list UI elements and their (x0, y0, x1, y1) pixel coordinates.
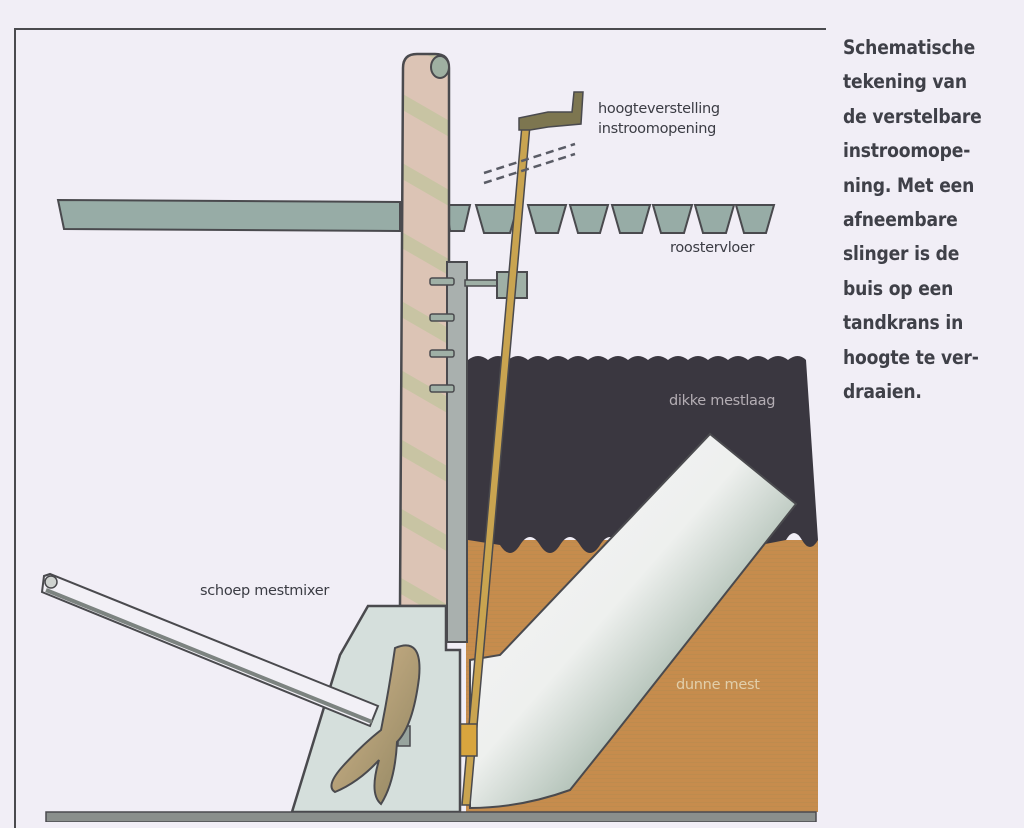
diagram-frame (14, 28, 826, 828)
pit-floor (45, 811, 817, 822)
label-thick-manure-layer: dikke mestlaag (669, 393, 776, 409)
label-height-adjust-line2: instroomopening (598, 121, 717, 137)
caption-line: Schematische (843, 36, 976, 59)
figure-caption: Schematische tekening van de verstelbare… (843, 31, 1001, 409)
mixer-propeller (330, 644, 421, 806)
caption-line: tandkrans in (843, 311, 964, 335)
label-mixer-blade: schoep mestmixer (200, 583, 329, 599)
caption-line: buis op een (843, 276, 954, 300)
guide-rail (429, 261, 528, 643)
caption-line: draaien. (843, 380, 922, 404)
caption-line: ning. Met een (843, 173, 975, 197)
label-grated-floor: roostervloer (670, 240, 755, 256)
caption-line: afneembare (843, 208, 958, 232)
grated-floor (56, 198, 776, 234)
adjustment-rod-and-crank (454, 91, 584, 806)
label-thin-manure: dunne mest (676, 677, 760, 693)
caption-line: instroomope- (843, 139, 971, 163)
caption-line: tekening van (843, 70, 967, 94)
caption-line: de verstelbare (843, 104, 982, 128)
pit-wall (398, 52, 451, 608)
caption-line: hoogte te ver- (843, 345, 979, 369)
caption-line: slinger is de (843, 242, 960, 266)
mixer-shaft (40, 572, 411, 747)
label-height-adjust-line1: hoogteverstelling (598, 101, 720, 117)
